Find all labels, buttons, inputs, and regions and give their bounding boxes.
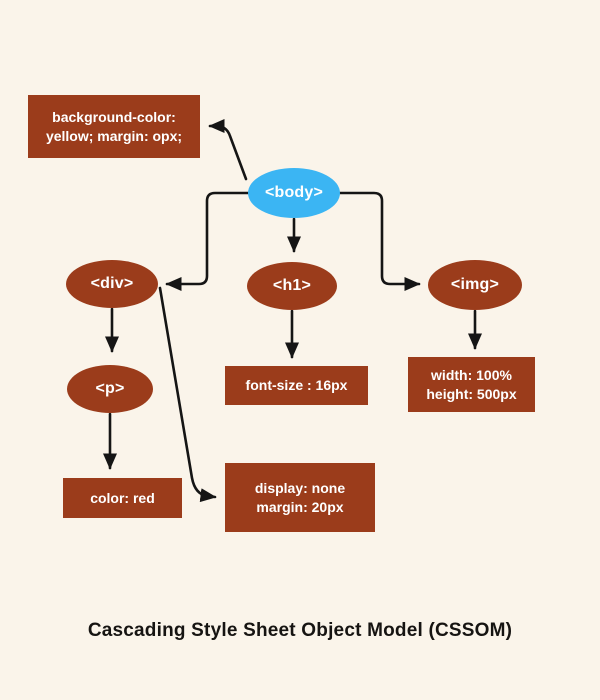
- node-img-label: <img>: [450, 276, 500, 293]
- node-h1-label: <h1>: [272, 277, 312, 294]
- stylebox-body-styles: background-color: yellow; margin: opx;: [28, 95, 200, 158]
- node-h1: <h1>: [247, 262, 337, 310]
- stylebox-img-styles: width: 100% height: 500px: [408, 357, 535, 412]
- node-div: <div>: [66, 260, 158, 308]
- node-p-label: <p>: [95, 380, 125, 397]
- diagram-title: Cascading Style Sheet Object Model (CSSO…: [87, 620, 513, 641]
- stylebox-div-styles: display: none margin: 20px: [225, 463, 375, 532]
- connector-div-to-div-styles: [158, 286, 217, 503]
- stylebox-h1-styles: font-size : 16px: [225, 366, 368, 405]
- connector-body-to-img: [338, 191, 421, 292]
- connector-body-to-body-styles: [208, 118, 248, 181]
- connector-body-to-div: [165, 191, 250, 292]
- node-body: <body>: [248, 168, 340, 218]
- node-div-label: <div>: [90, 275, 134, 292]
- node-img: <img>: [428, 260, 522, 310]
- stylebox-p-styles: color: red: [63, 478, 182, 518]
- node-body-label: <body>: [264, 184, 324, 201]
- node-p: <p>: [67, 365, 153, 413]
